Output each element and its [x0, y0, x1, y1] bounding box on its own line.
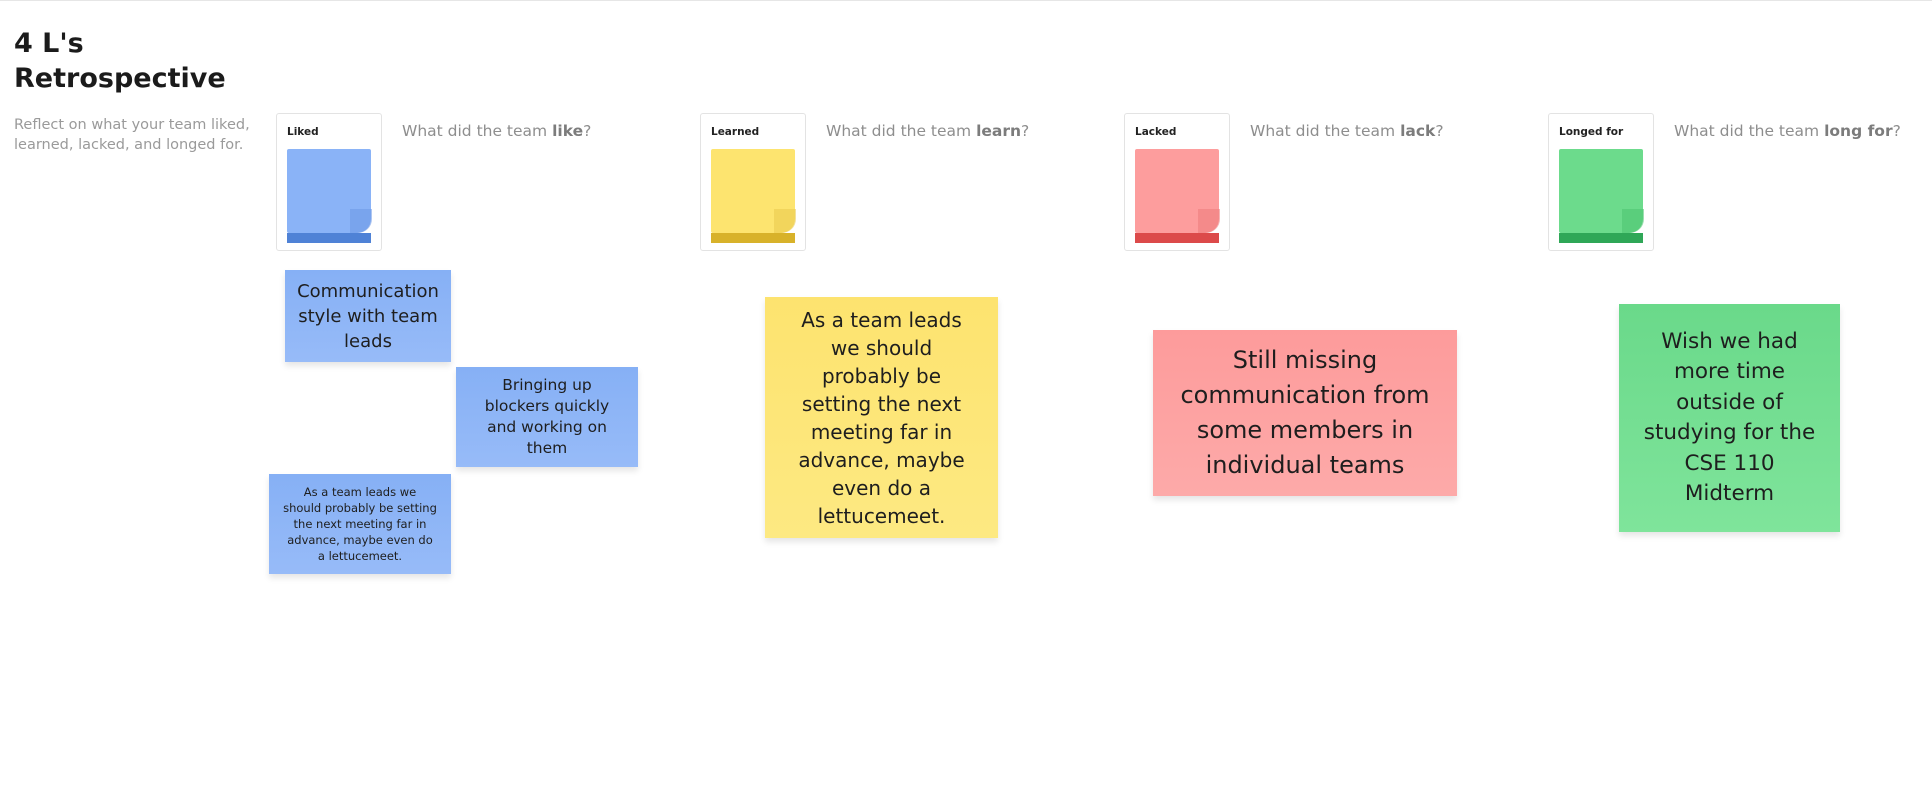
- board-title[interactable]: 4 L's Retrospective: [14, 28, 226, 94]
- sticky-note-liked-2[interactable]: Bringing up blockers quickly and working…: [456, 367, 638, 467]
- prompt-learned[interactable]: What did the team learn?: [826, 122, 1030, 140]
- prompt-liked[interactable]: What did the team like?: [402, 122, 592, 140]
- sticky-note-liked-1[interactable]: Communication style with team leads: [285, 270, 451, 362]
- sticky-pad-learned[interactable]: Learned: [700, 113, 806, 251]
- sticky-pad-icon: [1559, 149, 1644, 243]
- column-label-learned: Learned: [711, 126, 760, 138]
- board-subtitle[interactable]: Reflect on what your team liked, learned…: [14, 117, 250, 153]
- sticky-note-learned-1[interactable]: As a team leads we should probably be se…: [765, 297, 998, 538]
- sticky-pad-icon: [287, 149, 372, 243]
- column-label-longed-for: Longed for: [1559, 126, 1624, 138]
- sticky-pad-lacked[interactable]: Lacked: [1124, 113, 1230, 251]
- sticky-pad-icon: [1135, 149, 1220, 243]
- sticky-note-longed-for-1[interactable]: Wish we had more time outside of studyin…: [1619, 304, 1840, 532]
- prompt-lacked[interactable]: What did the team lack?: [1250, 122, 1444, 140]
- sticky-note-liked-3[interactable]: As a team leads we should probably be se…: [269, 474, 451, 574]
- sticky-pad-liked[interactable]: Liked: [276, 113, 382, 251]
- top-border: [0, 0, 1932, 1]
- column-label-liked: Liked: [287, 126, 319, 138]
- sticky-pad-icon: [711, 149, 796, 243]
- column-label-lacked: Lacked: [1135, 126, 1177, 138]
- prompt-longed-for[interactable]: What did the team long for?: [1674, 122, 1901, 140]
- sticky-pad-longed-for[interactable]: Longed for: [1548, 113, 1654, 251]
- sticky-note-lacked-1[interactable]: Still missing communication from some me…: [1153, 330, 1457, 496]
